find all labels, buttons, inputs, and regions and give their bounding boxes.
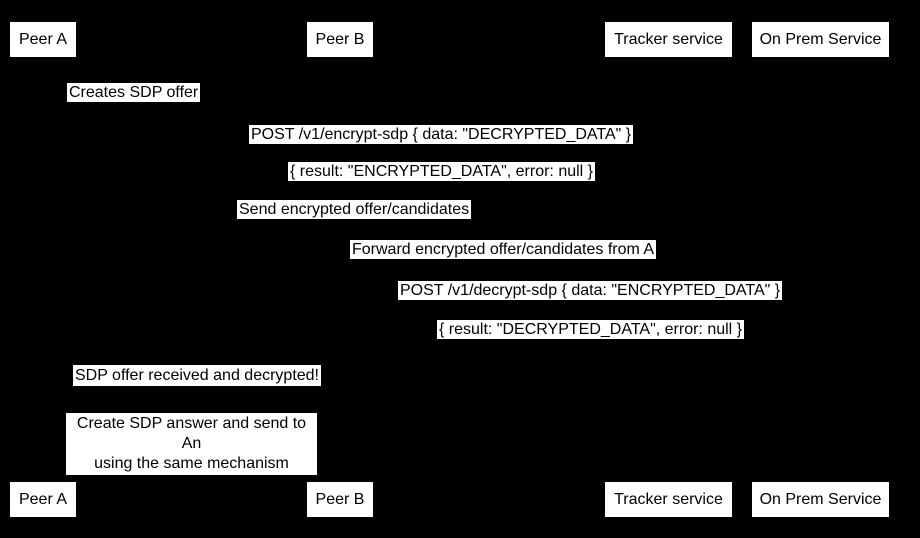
message-decrypt-result: { result: "DECRYPTED_DATA", error: null … xyxy=(437,320,745,339)
actor-peer-b-top: Peer B xyxy=(307,22,373,57)
message-forward-encrypted-offer: Forward encrypted offer/candidates from … xyxy=(350,240,657,259)
actor-tracker-service-bottom: Tracker service xyxy=(605,482,732,517)
message-sdp-offer-received: SDP offer received and decrypted! xyxy=(73,365,321,386)
note-line-1: Create SDP answer and send to An xyxy=(76,415,307,452)
message-post-decrypt-sdp: POST /v1/decrypt-sdp { data: "ENCRYPTED_… xyxy=(398,281,783,300)
message-post-encrypt-sdp: POST /v1/encrypt-sdp { data: "DECRYPTED_… xyxy=(249,125,634,144)
message-creates-sdp-offer: Creates SDP offer xyxy=(67,83,201,102)
actor-peer-a-top: Peer A xyxy=(10,22,76,57)
actor-peer-a-bottom: Peer A xyxy=(10,482,76,517)
message-send-encrypted-offer: Send encrypted offer/candidates xyxy=(237,200,472,219)
note-line-2: using the same mechanism xyxy=(94,455,289,472)
actor-on-prem-service-bottom: On Prem Service xyxy=(752,482,889,517)
message-encrypt-result: { result: "ENCRYPTED_DATA", error: null … xyxy=(288,162,596,181)
note-create-sdp-answer: Create SDP answer and send to An using t… xyxy=(66,413,317,475)
actor-peer-b-bottom: Peer B xyxy=(307,482,373,517)
actor-tracker-service-top: Tracker service xyxy=(605,22,732,57)
actor-on-prem-service-top: On Prem Service xyxy=(752,22,889,57)
